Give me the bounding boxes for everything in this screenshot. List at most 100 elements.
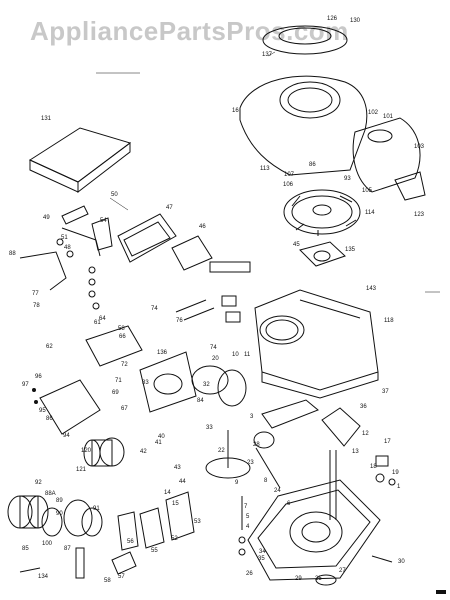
callout-label-11: 11	[244, 352, 251, 358]
callout-label-45: 45	[293, 242, 300, 248]
callout-label-143: 143	[366, 286, 377, 292]
callout-label-90: 90	[56, 511, 63, 517]
callout-label-94: 94	[63, 433, 70, 439]
carburetor-assembly	[85, 325, 247, 413]
callout-label-35: 35	[258, 556, 265, 562]
callout-label-12: 12	[362, 431, 369, 437]
tank-bracket-94	[32, 379, 101, 435]
cam-gear-22	[205, 430, 251, 479]
callout-label-47: 47	[166, 205, 173, 211]
callout-label-57: 57	[118, 574, 125, 580]
callout-label-48: 48	[64, 245, 71, 251]
connecting-rod	[253, 399, 319, 489]
callout-label-14: 14	[164, 490, 171, 496]
callout-label-56: 56	[127, 539, 134, 545]
callout-label-54: 54	[100, 218, 107, 224]
callout-label-137: 137	[262, 52, 273, 58]
callout-label-76: 76	[176, 318, 183, 324]
callout-label-62: 62	[46, 344, 53, 350]
callout-label-77: 77	[32, 291, 39, 297]
callout-label-58b: 58	[104, 578, 111, 584]
callout-label-52: 52	[171, 536, 178, 542]
callout-label-118: 118	[384, 318, 394, 324]
callout-label-93: 93	[344, 176, 351, 182]
callout-label-135: 135	[345, 247, 356, 253]
callout-label-113: 113	[260, 166, 270, 172]
washer-column	[88, 266, 100, 310]
callout-label-34: 34	[259, 549, 266, 555]
callout-label-29: 29	[295, 576, 302, 582]
callout-label-130: 130	[350, 18, 361, 24]
callout-label-53: 53	[194, 519, 201, 525]
callout-label-72: 72	[121, 362, 128, 368]
callout-label-106: 106	[283, 182, 294, 188]
callout-label-28: 28	[253, 442, 260, 448]
callout-label-87: 87	[64, 546, 71, 552]
callout-label-51: 51	[61, 235, 68, 241]
breather-tube-49	[61, 197, 129, 251]
callout-label-49: 49	[43, 215, 50, 221]
callout-label-58: 58	[118, 326, 125, 332]
callout-label-121: 121	[76, 467, 87, 473]
callout-label-19: 19	[392, 470, 399, 476]
callout-label-131: 131	[41, 116, 52, 122]
callout-label-92: 92	[35, 480, 42, 486]
callout-label-84: 84	[197, 398, 204, 404]
oil-seal-26	[315, 574, 337, 586]
callout-label-74: 74	[151, 306, 158, 312]
callout-label-86: 86	[309, 162, 316, 168]
callout-label-24: 24	[274, 488, 281, 494]
callout-label-43: 43	[174, 465, 181, 471]
callout-label-85: 85	[22, 546, 29, 552]
callout-label-1: 1	[397, 484, 401, 490]
callout-label-126: 126	[327, 16, 338, 22]
callout-label-71: 71	[115, 378, 122, 384]
callout-label-6: 6	[287, 501, 291, 507]
callout-label-22: 22	[218, 448, 225, 454]
callout-label-66: 66	[119, 334, 126, 340]
engine-sump	[247, 479, 381, 581]
callout-label-134: 134	[38, 574, 49, 580]
callout-label-89: 89	[56, 498, 63, 504]
air-filter-131	[28, 127, 132, 194]
starter-cups	[7, 495, 103, 537]
callout-label-120: 120	[81, 448, 92, 454]
callout-label-103: 103	[414, 144, 425, 150]
gasket-46	[171, 235, 213, 271]
callout-label-44: 44	[179, 479, 186, 485]
callout-label-32: 32	[203, 382, 210, 388]
callout-label-61: 61	[94, 320, 101, 326]
callout-label-91: 91	[93, 506, 100, 512]
governor-parts-17	[375, 455, 396, 486]
callout-label-18: 18	[370, 464, 377, 470]
cylinder-block-118	[254, 289, 379, 399]
callout-label-20: 20	[212, 356, 219, 362]
callout-label-95: 95	[39, 408, 46, 414]
callout-label-7: 7	[244, 504, 248, 510]
callout-label-41: 41	[155, 440, 162, 446]
flywheel-106	[283, 189, 361, 236]
callout-label-5: 5	[246, 514, 250, 520]
callout-label-83: 83	[142, 380, 149, 386]
callout-label-88: 88	[9, 251, 16, 257]
callout-label-55: 55	[151, 548, 158, 554]
callout-label-4: 4	[246, 524, 250, 530]
callout-label-96: 96	[35, 374, 42, 380]
blower-housing-16	[239, 75, 368, 176]
valves-and-springs	[175, 261, 251, 323]
callout-label-74b: 74	[210, 345, 217, 351]
corner-mark	[436, 590, 446, 594]
callout-label-69: 69	[112, 390, 119, 396]
rotating-screen-137	[262, 25, 348, 57]
governor-linkage-88	[19, 227, 101, 291]
callout-label-88a: 88A	[45, 491, 56, 497]
callout-label-25: 25	[315, 576, 322, 582]
callout-label-16: 16	[232, 108, 239, 114]
callout-label-37: 37	[382, 389, 389, 395]
callout-label-123: 123	[414, 212, 425, 218]
callout-label-78: 78	[33, 303, 40, 309]
callout-label-8: 8	[264, 478, 268, 484]
starter-spool-120	[83, 437, 125, 467]
callout-label-33: 33	[206, 425, 213, 431]
